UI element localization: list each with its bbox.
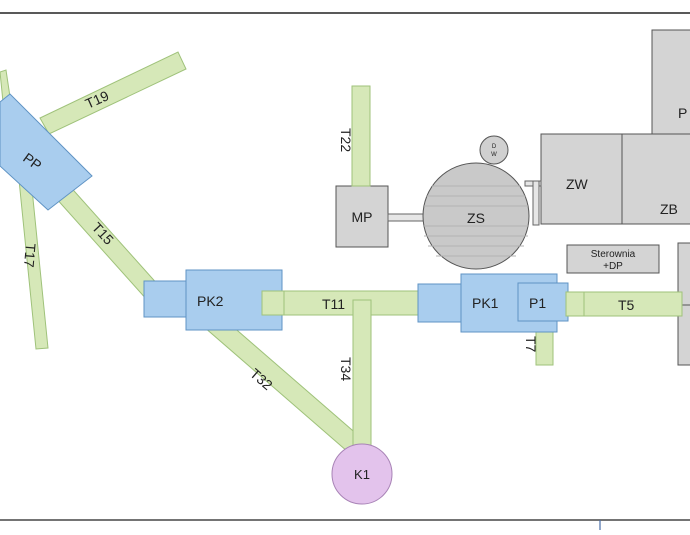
conveyor-t5-label: T5 (618, 297, 635, 313)
small-tank-dw-label-2: W (491, 152, 497, 158)
building-p-label: P (678, 105, 687, 121)
circle-k1-label: K1 (354, 467, 370, 482)
transfer-point-pk1-ext (417, 283, 463, 323)
small-tank-dw (479, 135, 509, 165)
mp-zs-pipe (387, 213, 429, 222)
conveyor-t22 (351, 85, 371, 187)
silo-zs-hatching (423, 185, 529, 257)
transfer-point-pk2-label: PK2 (197, 293, 224, 309)
small-tank-dw-label-1: D (492, 144, 497, 150)
transfer-point-pk1-label: PK1 (472, 295, 499, 311)
zw-feed-chute (532, 180, 540, 226)
conveyor-t5 (567, 291, 683, 317)
transfer-point-pp (0, 93, 93, 211)
transfer-point-p1 (517, 282, 569, 322)
building-mp-label: MP (352, 209, 373, 225)
silo-zs (422, 162, 530, 270)
building-zb-label: ZB (660, 201, 678, 217)
conveyor-t11-label: T11 (322, 296, 345, 312)
building-mp (335, 185, 389, 248)
building-right-lower (677, 304, 690, 366)
building-zw (540, 133, 623, 225)
conveyor-t19 (39, 51, 187, 135)
conveyor-t22-label: T22 (338, 128, 354, 152)
conveyor-t11-entry (261, 290, 285, 316)
conveyor-t7-label: T7 (523, 336, 539, 353)
transfer-point-pk2-ext (143, 280, 189, 318)
transfer-point-p1-label: P1 (529, 295, 546, 311)
silo-zs-label: ZS (467, 210, 485, 226)
building-zb (621, 133, 690, 225)
conveyor-t17-label: T17 (21, 243, 39, 269)
conveyor-t34-label: T34 (338, 357, 354, 381)
control-room-label-line2: +DP (603, 261, 623, 272)
building-zw-label: ZW (566, 176, 589, 192)
conveyor-t5-entry (565, 291, 585, 317)
conveyor-t34 (352, 299, 372, 447)
control-room-label-line1: Sterownia (591, 249, 636, 260)
control-room (566, 244, 660, 274)
circle-k1 (331, 443, 393, 505)
